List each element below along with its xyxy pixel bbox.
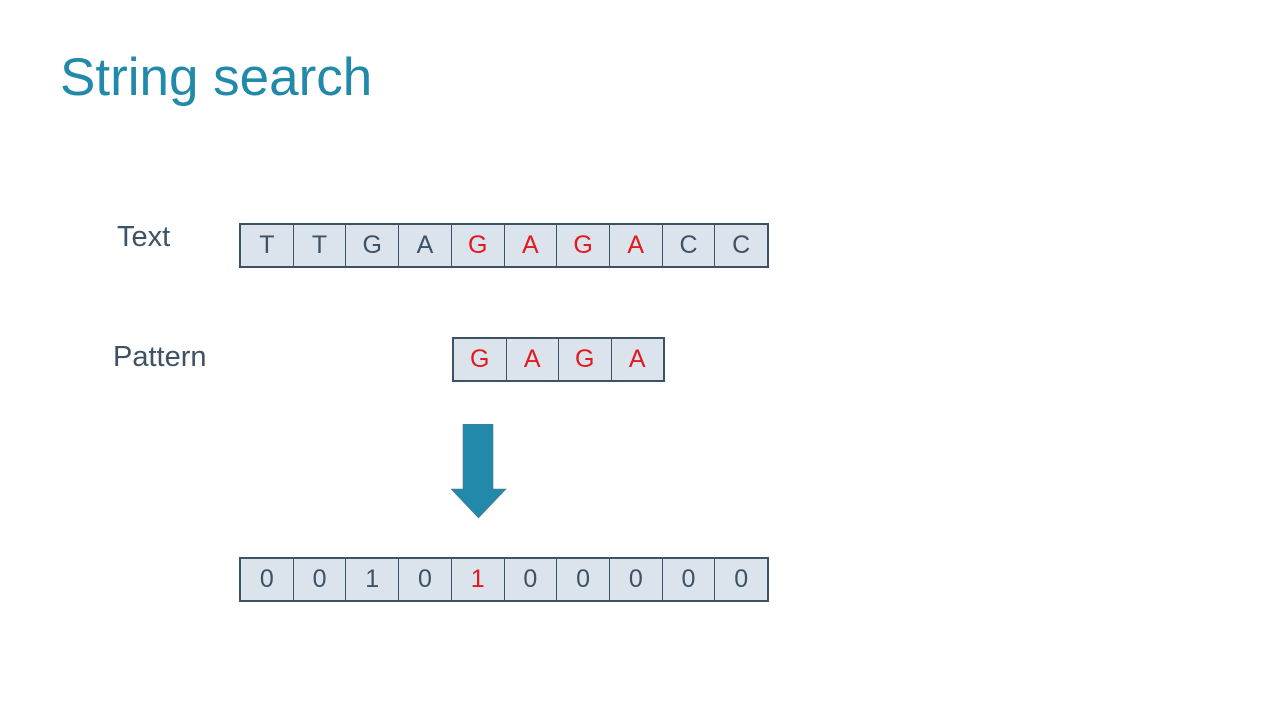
- result-cell: 0: [608, 559, 662, 600]
- result-cell: 1: [450, 559, 504, 600]
- result-cell: 0: [556, 559, 609, 600]
- text-cell: T: [292, 225, 346, 266]
- pattern-cell: G: [558, 339, 611, 380]
- down-arrow-icon: [451, 424, 507, 519]
- text-cell: G: [345, 225, 399, 266]
- pattern-cell: A: [610, 339, 663, 380]
- result-cell: 0: [503, 559, 557, 600]
- text-cell: A: [503, 225, 557, 266]
- text-row: T T G A G A G A C C: [239, 223, 769, 268]
- text-cell: T: [241, 225, 293, 266]
- pattern-row: G A G A: [452, 337, 665, 382]
- text-cell: C: [661, 225, 715, 266]
- text-row-label: Text: [117, 221, 171, 253]
- pattern-cell: A: [505, 339, 558, 380]
- result-row: 0 0 1 0 1 0 0 0 0 0: [239, 557, 769, 602]
- result-cell: 0: [661, 559, 715, 600]
- pattern-row-label: Pattern: [113, 341, 207, 373]
- pattern-cell: G: [454, 339, 506, 380]
- slide-title: String search: [60, 48, 373, 107]
- result-cell: 0: [241, 559, 293, 600]
- result-cell: 0: [398, 559, 451, 600]
- text-cell: A: [608, 225, 662, 266]
- text-cell: A: [398, 225, 451, 266]
- text-cell: G: [450, 225, 504, 266]
- result-cell: 0: [292, 559, 346, 600]
- result-cell: 1: [345, 559, 399, 600]
- text-cell: G: [556, 225, 609, 266]
- result-cell: 0: [714, 559, 768, 600]
- text-cell: C: [714, 225, 768, 266]
